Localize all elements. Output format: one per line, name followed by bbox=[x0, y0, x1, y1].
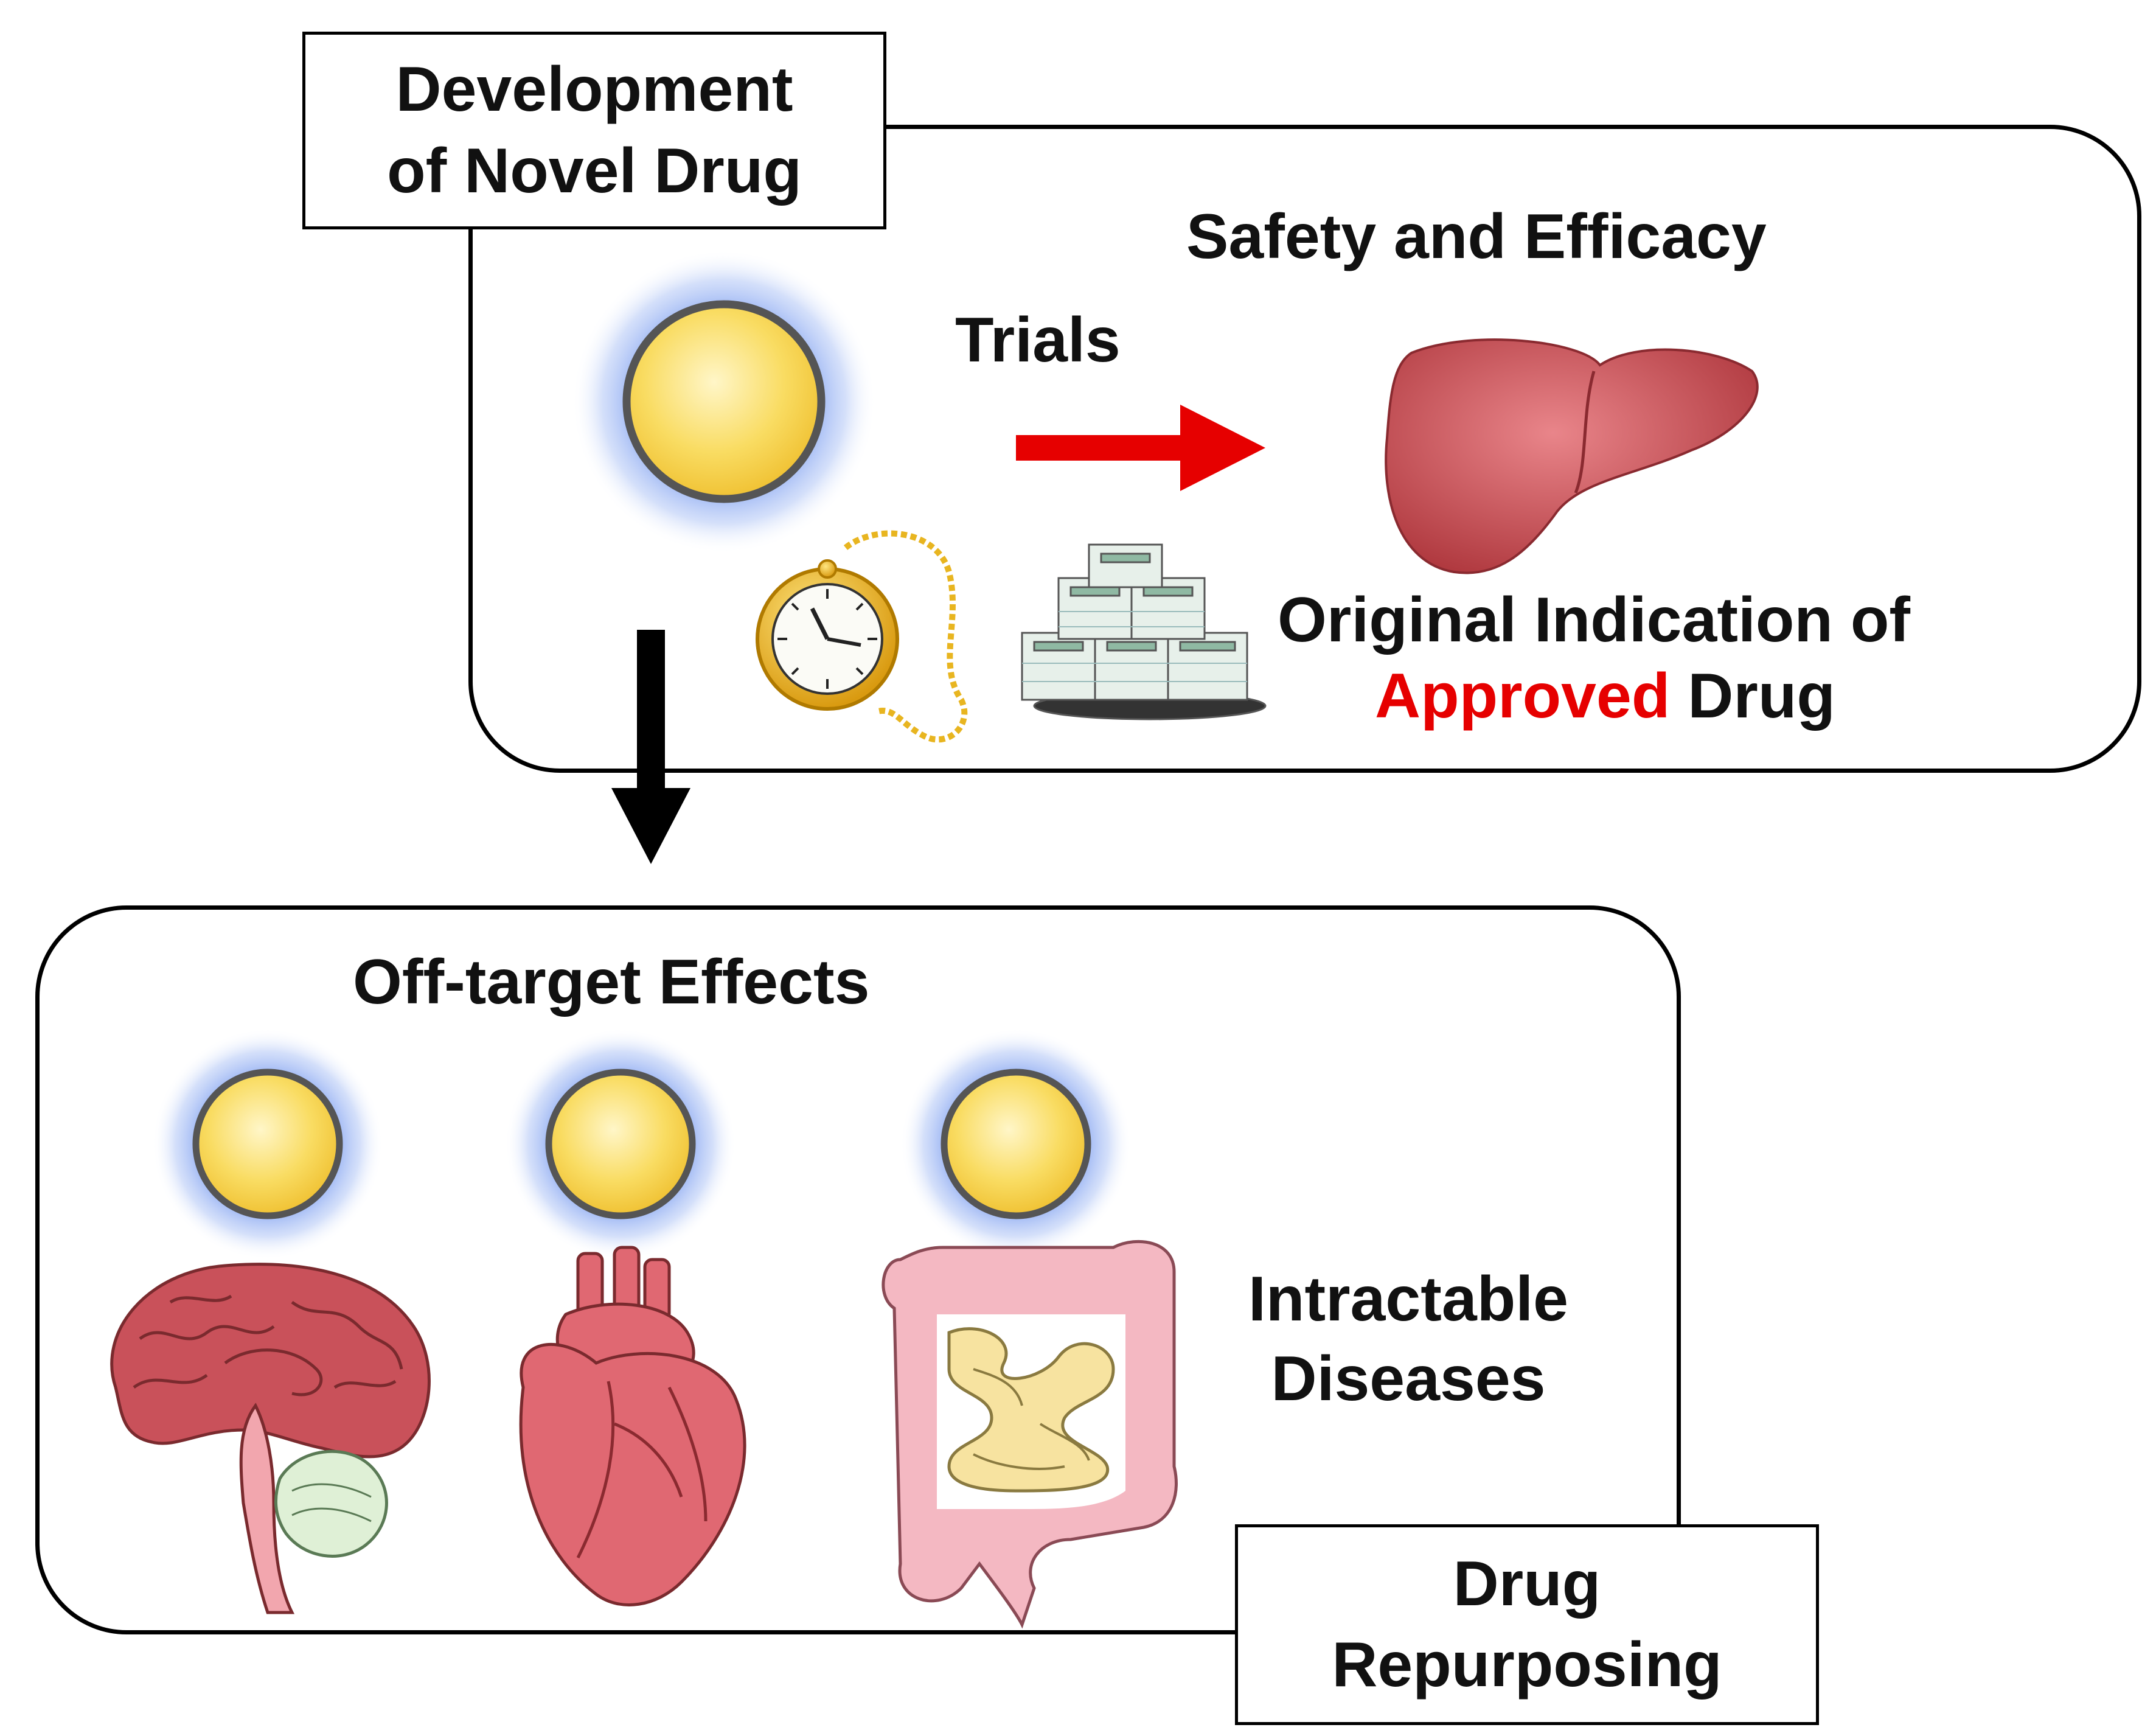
novel-drug-tab-line1: Development bbox=[395, 54, 793, 125]
intractable-line1: Intractable bbox=[1248, 1264, 1568, 1334]
intractable-diseases-label: Intractable Diseases bbox=[1214, 1260, 1603, 1419]
approved-highlight: Approved bbox=[1375, 661, 1671, 731]
down-arrow-icon bbox=[611, 630, 690, 864]
intestine-icon bbox=[882, 1240, 1178, 1629]
drug-sphere-icon bbox=[505, 1028, 736, 1260]
drug-repurposing-tab: Drug Repurposing bbox=[1235, 1524, 1819, 1725]
safety-efficacy-heading: Safety and Efficacy bbox=[1186, 201, 1767, 272]
money-stack-icon bbox=[1021, 543, 1267, 720]
heart-icon bbox=[519, 1246, 746, 1606]
original-indication-line2: Approved Drug bbox=[1375, 660, 1835, 733]
drug-word: Drug bbox=[1670, 661, 1835, 731]
drug-repurposing-line2: Repurposing bbox=[1332, 1630, 1722, 1700]
pocket-watch-icon bbox=[756, 530, 968, 743]
brain-icon bbox=[110, 1263, 431, 1614]
liver-icon bbox=[1385, 338, 1759, 574]
off-target-heading: Off-target Effects bbox=[353, 947, 870, 1017]
drug-sphere-icon bbox=[900, 1028, 1132, 1260]
intractable-line2: Diseases bbox=[1271, 1344, 1546, 1415]
trials-arrow-icon bbox=[1016, 405, 1265, 491]
novel-drug-tab: Development of Novel Drug bbox=[302, 32, 886, 229]
trials-label: Trials bbox=[955, 305, 1121, 375]
original-indication-line1: Original Indication of bbox=[1278, 585, 1910, 655]
drug-sphere-icon bbox=[152, 1028, 383, 1260]
drug-repurposing-line1: Drug bbox=[1453, 1548, 1601, 1619]
novel-drug-tab-line2: of Novel Drug bbox=[387, 135, 802, 206]
drug-sphere-icon bbox=[572, 249, 876, 554]
